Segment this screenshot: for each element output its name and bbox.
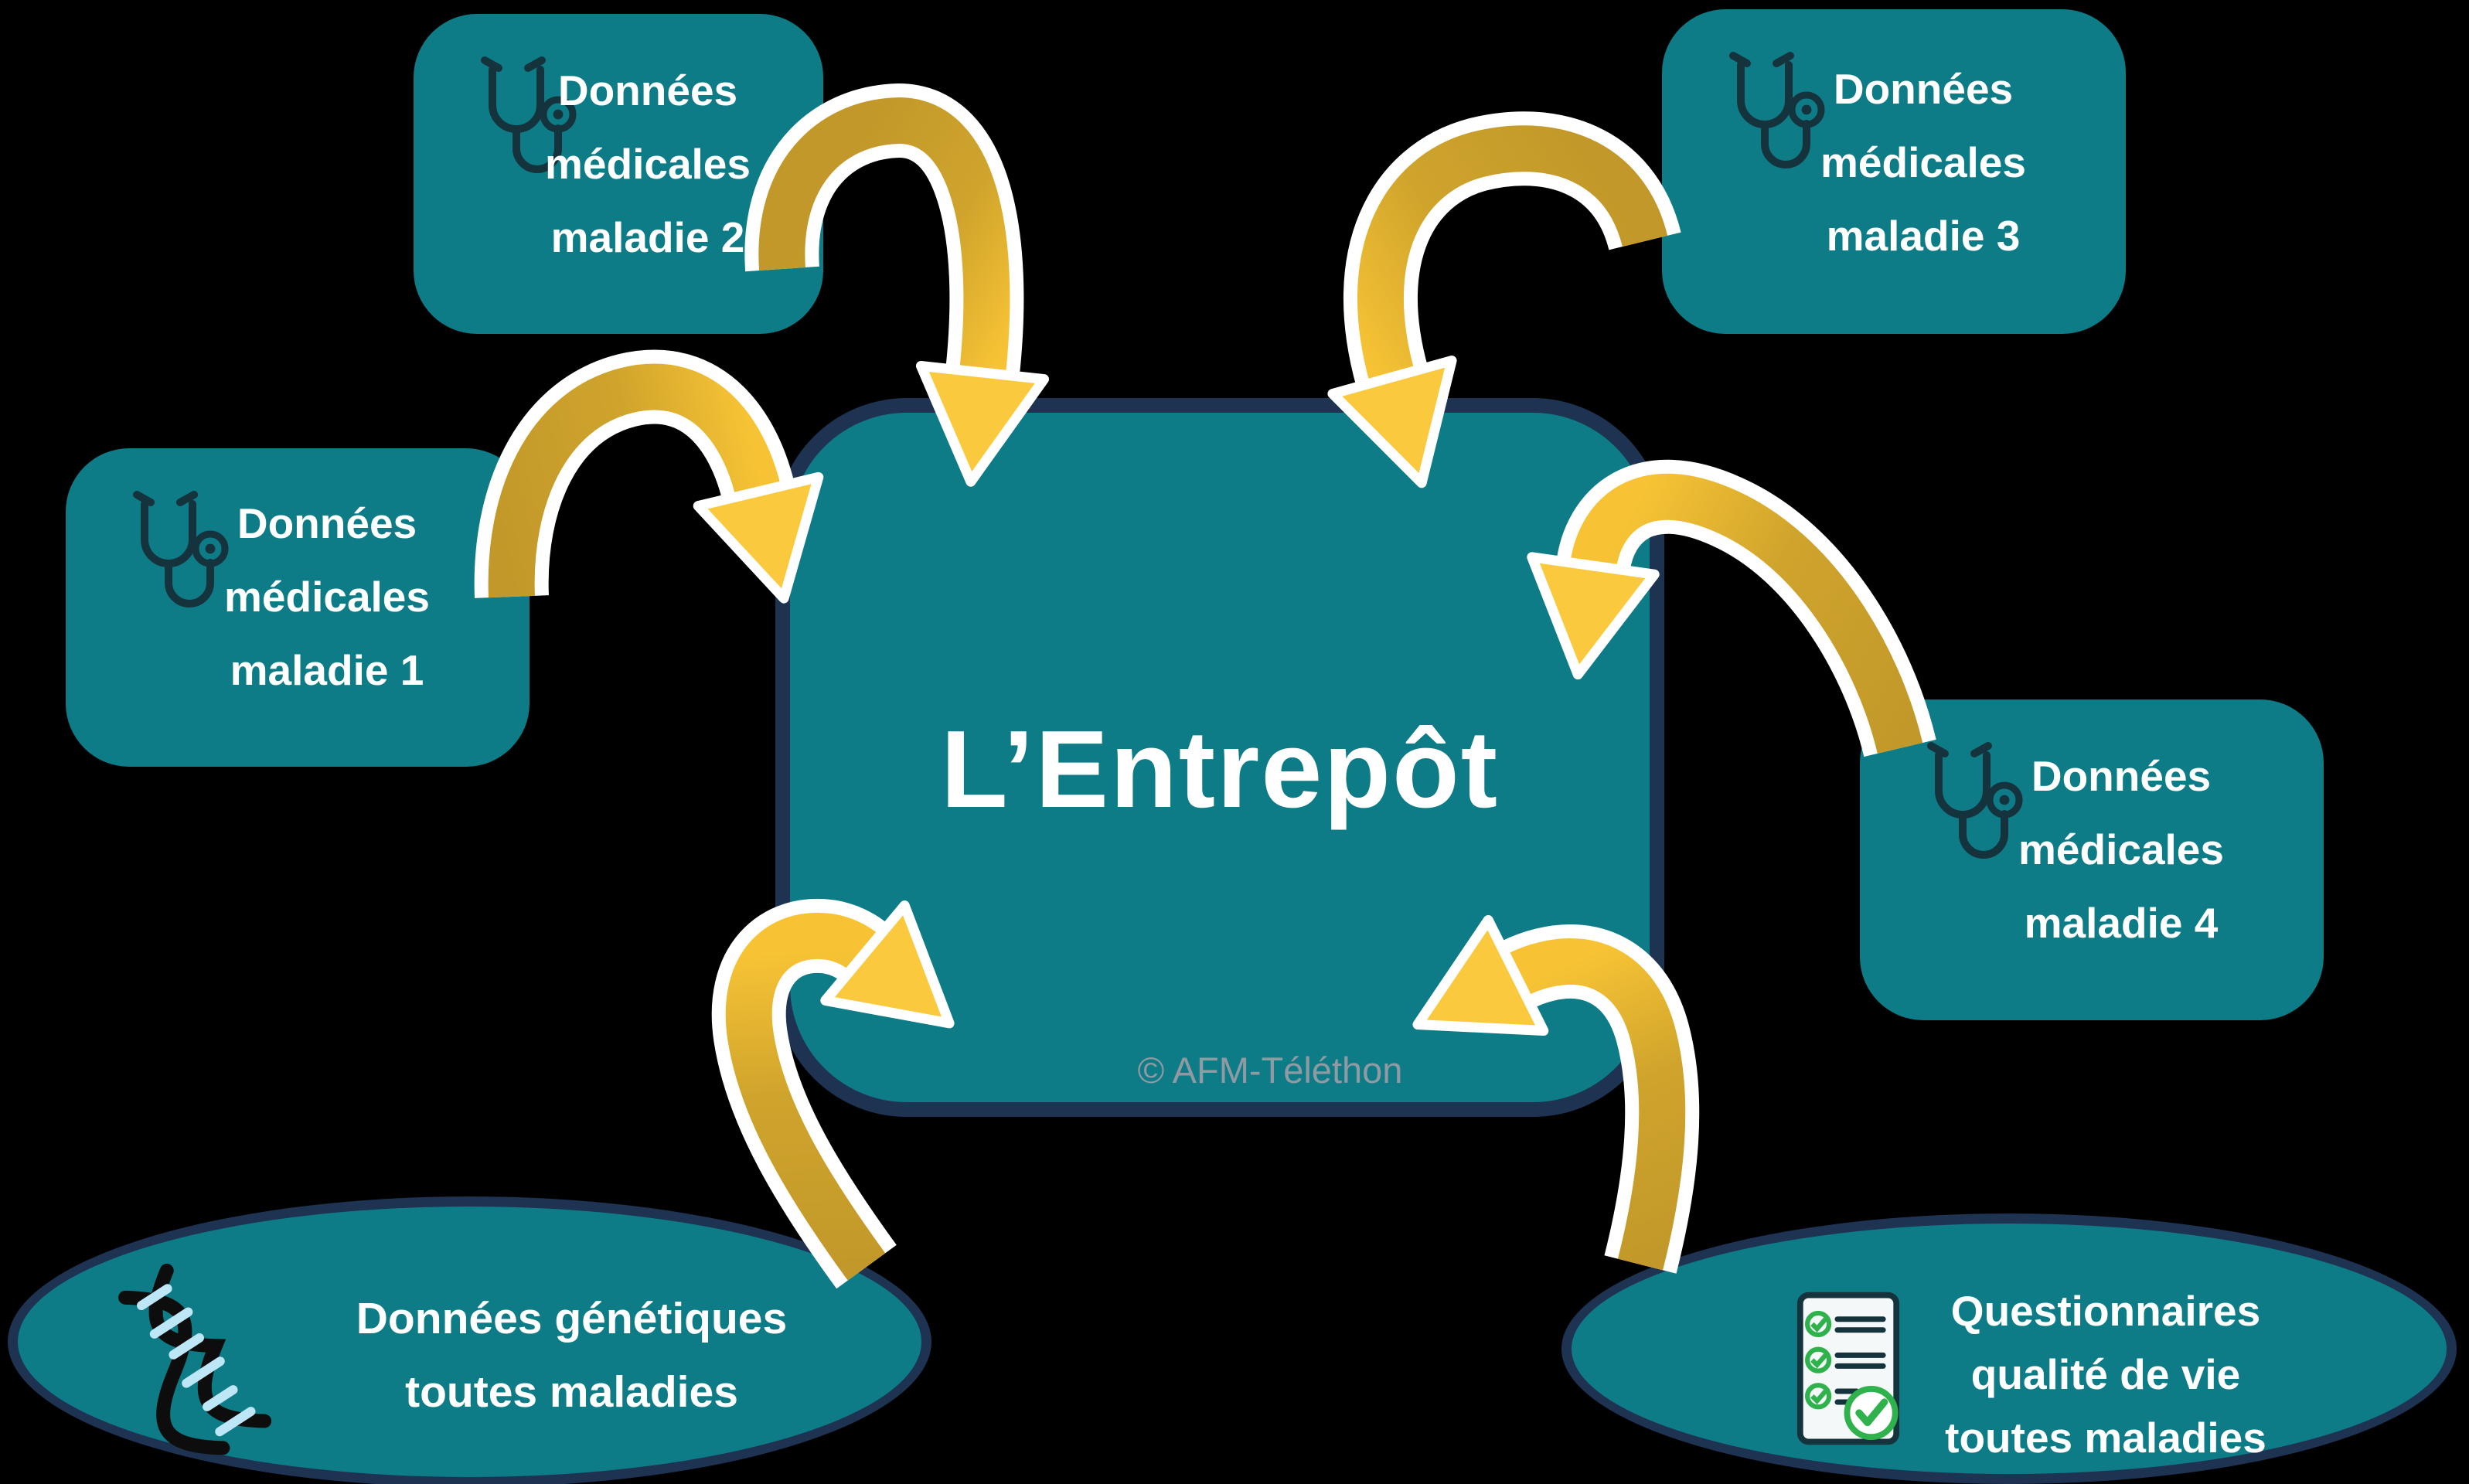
source-label-line: médicales (544, 140, 751, 188)
stethoscope-icon (133, 491, 229, 608)
source-label-line: Questionnaires (1950, 1287, 2261, 1335)
source-label-line: Données (1833, 65, 2014, 113)
source-label-line: maladie 4 (2024, 899, 2219, 947)
stethoscope-icon (1927, 742, 2023, 859)
source-label-line: qualité de vie (1970, 1350, 2241, 1398)
source-label-line: maladie 3 (1826, 212, 2021, 260)
source-box-medical-disease-4: Données médicales maladie 4 (1860, 699, 2324, 1020)
source-label-line: Données (557, 66, 738, 114)
arrow-medical-1-to-warehouse (488, 363, 824, 604)
source-ellipse-genetic-data: Données génétiques toutes maladies (8, 1196, 931, 1484)
source-label-line: Données (237, 499, 417, 547)
source-label-line: maladie 2 (550, 213, 745, 261)
stethoscope-icon (1729, 52, 1825, 168)
source-box-medical-disease-2: Données médicales maladie 2 (414, 14, 823, 334)
copyright-watermark: © AFM-Téléthon (1137, 1050, 1403, 1091)
source-label-line: toutes maladies (1945, 1414, 2266, 1462)
stethoscope-icon (481, 56, 577, 173)
source-label-line: médicales (1820, 138, 2026, 186)
source-ellipse-quality-of-life: Questionnaires qualité de vie toutes mal… (1561, 1213, 2457, 1484)
warehouse-box: L’Entrepôt © AFM-Téléthon (775, 398, 1664, 1117)
source-label-line: Données (2031, 752, 2212, 800)
dna-icon (118, 1263, 271, 1455)
source-label-line: Données génétiques (356, 1294, 788, 1343)
source-label-line: médicales (223, 573, 430, 621)
source-label-line: médicales (2018, 825, 2224, 873)
source-label-line: toutes maladies (405, 1367, 738, 1417)
source-box-medical-disease-1: Données médicales maladie 1 (66, 448, 530, 767)
arrow-medical-3-to-warehouse (1327, 125, 1668, 488)
checklist-icon (1796, 1292, 1900, 1445)
warehouse-title: L’Entrepôt (940, 708, 1500, 831)
source-box-medical-disease-3: Données médicales maladie 3 (1662, 9, 2126, 334)
source-label-line: maladie 1 (230, 646, 424, 694)
